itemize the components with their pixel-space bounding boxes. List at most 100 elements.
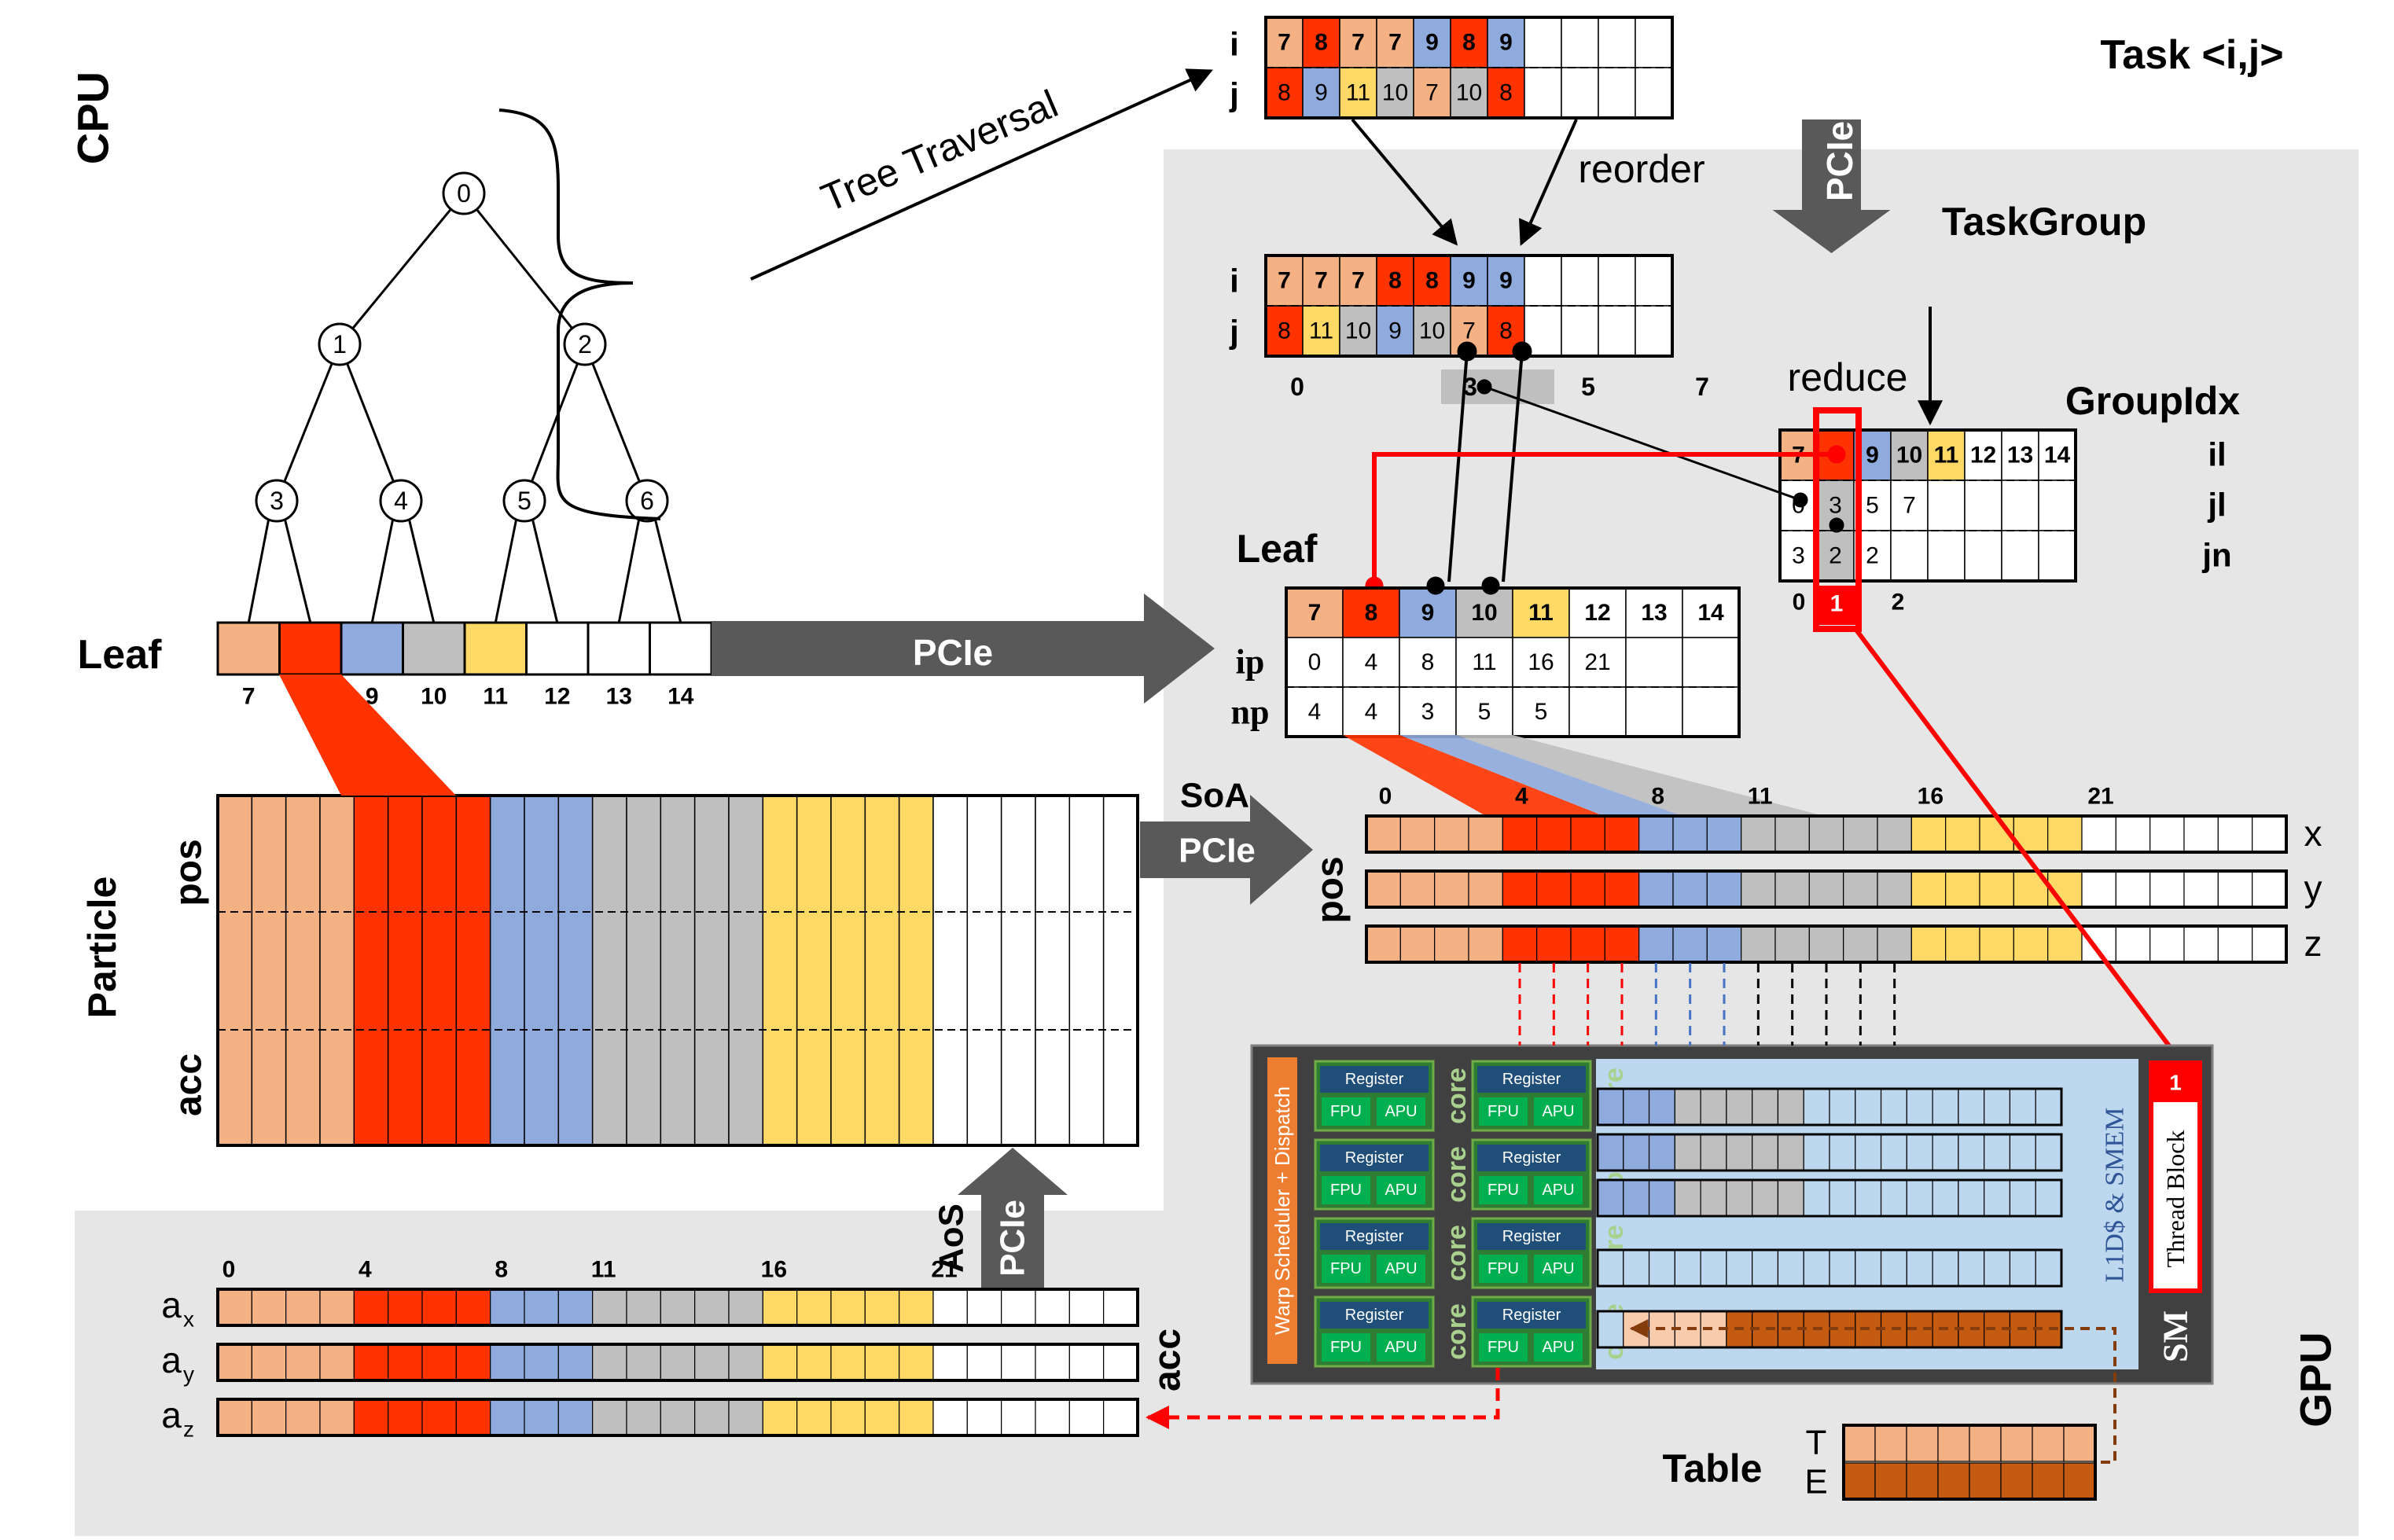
tree-node-label: 1 [333, 330, 347, 358]
smem-cell [2035, 1088, 2062, 1126]
acc-row-sub: z [183, 1417, 194, 1442]
apu-block [1534, 1097, 1583, 1126]
i-cell [1598, 255, 1636, 307]
jn-cell [2038, 530, 2076, 582]
fpu-block [1322, 1255, 1370, 1283]
jl-cell [1964, 480, 2002, 531]
tree-node [442, 171, 486, 215]
i-cell [1561, 17, 1599, 68]
i-value: 9 [1499, 30, 1513, 56]
smem-cell [1880, 1134, 1907, 1171]
acc-offset-label: 11 [591, 1257, 616, 1283]
apu-block [1534, 1176, 1583, 1204]
acc-gpu-label: acc [1147, 1329, 1189, 1391]
acc-cell [251, 1398, 287, 1436]
smem-cell [1700, 1249, 1727, 1287]
particle-column [898, 795, 934, 1146]
particle-column [557, 795, 594, 1146]
acc-cell [728, 1343, 763, 1381]
table-e-label: E [1804, 1463, 1827, 1501]
j-value: 10 [1345, 318, 1371, 344]
thread-block-label: Thread Block [2161, 1130, 2190, 1267]
x-label: x [2304, 813, 2322, 854]
red-link-dot [1827, 445, 1846, 464]
smem-cell [1984, 1179, 2011, 1217]
taskgroup-i-label: i [1230, 263, 1239, 300]
pcie-down-arrow [1772, 119, 1891, 253]
soa-pos-label: pos [1310, 856, 1351, 923]
tree-edge [462, 193, 587, 345]
register-block [1477, 1066, 1586, 1093]
soa-pos-cell [2115, 815, 2151, 853]
thread-block-id: 1 [2169, 1071, 2182, 1095]
soa-pos-cell [1468, 870, 1503, 908]
fpu-label: FPU [1488, 1260, 1519, 1277]
acc-cell [762, 1288, 798, 1326]
ip-value: 0 [1308, 649, 1322, 675]
fpu-block [1479, 1097, 1528, 1126]
smem-cell [1674, 1179, 1701, 1217]
leaf-fan-red [1343, 735, 1604, 816]
soa-pcie-label: PCIe [1179, 832, 1256, 870]
smem-row-border [1596, 1133, 2063, 1172]
soa-pcie-arrow [1140, 795, 1313, 905]
smem-cell [1984, 1134, 2011, 1171]
smem-cell [1597, 1310, 1624, 1348]
i-value: 8 [1425, 268, 1439, 294]
smem-cell [1700, 1088, 1727, 1126]
acc-cell [455, 1288, 491, 1326]
soa-pos-cell [1638, 870, 1674, 908]
tree-node-label: 0 [457, 179, 471, 208]
particle-label: Particle [80, 877, 124, 1019]
apu-label: APU [1542, 1182, 1574, 1199]
leaf-index-label: 12 [544, 684, 570, 710]
soa-pos-row-border [1365, 924, 2288, 964]
i-value: 7 [1351, 268, 1365, 294]
tree-node-label: 2 [578, 330, 592, 358]
gpu-label: GPU [2291, 1332, 2341, 1427]
acc-row-sub: x [183, 1307, 194, 1332]
soa-pos-cell [2183, 815, 2219, 853]
ip-cell [1625, 637, 1683, 688]
acc-cell [251, 1288, 287, 1326]
np-value: 4 [1365, 699, 1378, 725]
pcie-right-arrow [712, 594, 1215, 704]
soa-pos-cell [1434, 815, 1469, 853]
particle-column [1102, 795, 1138, 1146]
soa-offset-label: 0 [1379, 784, 1392, 810]
j-value: 7 [1425, 80, 1439, 106]
il-value: 12 [1970, 443, 1996, 469]
smem-cell [1752, 1179, 1779, 1217]
table-t-label: T [1806, 1424, 1827, 1462]
soa-pos-cell [1366, 815, 1401, 853]
fpu-label: FPU [1330, 1103, 1362, 1120]
i-value: 7 [1278, 268, 1291, 294]
soa-pos-cell [2047, 815, 2083, 853]
soa-label: SoA [1180, 777, 1249, 815]
soa-pos-cell [2081, 870, 2116, 908]
soa-pos-cell [1706, 870, 1742, 908]
tree-node [255, 479, 299, 523]
soa-pos-cell [1399, 815, 1436, 853]
j-value: 11 [1309, 318, 1333, 344]
apu-label: APU [1542, 1339, 1574, 1356]
fpu-label: FPU [1488, 1103, 1519, 1120]
reorder-arrow [1519, 119, 1578, 246]
tree-edge [338, 193, 465, 345]
particle-column [966, 795, 1002, 1146]
acc-cell [1068, 1398, 1105, 1436]
particle-column [660, 795, 696, 1146]
acc-cell [524, 1288, 559, 1326]
soa-pos-cell [2217, 815, 2253, 853]
acc-cell [728, 1398, 763, 1436]
acc-cell [932, 1343, 968, 1381]
jl-value: 3 [1829, 493, 1842, 519]
particle-column [455, 795, 491, 1146]
soa-pos-cell [2183, 870, 2219, 908]
acc-offset-label: 21 [931, 1257, 957, 1283]
groupidx-index-label: 0 [1793, 590, 1806, 616]
leaf-header-value: 10 [1471, 600, 1497, 626]
soa-pos-cell [1399, 870, 1436, 908]
particle-column [864, 795, 900, 1146]
particle-column [1035, 795, 1071, 1146]
